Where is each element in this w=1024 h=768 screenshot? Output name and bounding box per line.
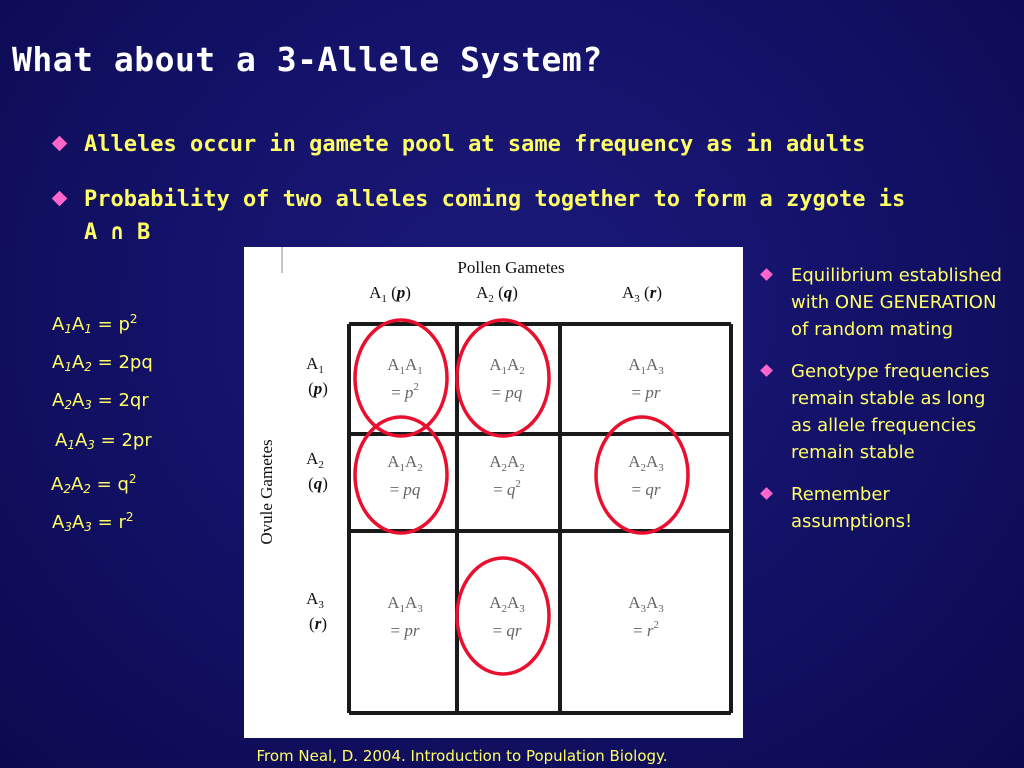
genotype-formula: A2A3 = 2qr (52, 390, 149, 412)
genotype-probability: = r2 (633, 619, 659, 640)
ovule-gamete-frequency: (p) (308, 379, 328, 398)
side-bullet-text: Equilibrium established with ONE GENERAT… (791, 265, 1002, 340)
side-bullet-list: Equilibrium established with ONE GENERAT… (760, 262, 1010, 550)
ovule-gametes-label: Ovule Gametes (257, 439, 276, 544)
genotype-label: A3A3 (628, 593, 664, 615)
ovule-gamete-frequency: (q) (308, 474, 328, 493)
allele-letter: A (52, 352, 65, 373)
ovule-gamete-frequency: (r) (309, 614, 327, 633)
allele-letter: A (71, 314, 85, 335)
genotype-probability: = qr (632, 480, 661, 499)
genotype-formula: A1A2 = 2pq (52, 352, 153, 374)
ovule-gamete-header: A2 (306, 449, 324, 471)
allele-letter: A (71, 390, 85, 411)
side-bullet-text: Genotype frequencies remain stable as lo… (791, 361, 990, 463)
exponent: 2 (129, 312, 138, 326)
allele-letter: A (74, 430, 88, 451)
bullet-text: Alleles occur in gamete pool at same fre… (84, 132, 866, 157)
genotype-frequency: r (118, 512, 126, 533)
allele-subscript: 1 (84, 322, 92, 336)
exponent: 2 (125, 510, 134, 524)
bullet-item: Alleles occur in gamete pool at same fre… (51, 128, 922, 161)
genotype-frequency: p (118, 314, 130, 335)
genotype-probability: = p2 (391, 381, 419, 402)
genotype-label: A2A3 (489, 593, 525, 615)
allele-subscript: 1 (67, 438, 75, 452)
allele-subscript: 3 (87, 438, 95, 452)
highlight-circle (353, 318, 449, 438)
exponent: 2 (128, 472, 137, 486)
allele-subscript: 2 (63, 482, 71, 496)
diamond-bullet-icon (760, 268, 773, 281)
allele-subscript: 3 (64, 520, 72, 534)
genotype-frequency: 2pr (121, 430, 152, 451)
genotype-label: A1A2 (489, 355, 525, 377)
ovule-gamete-header: A3 (306, 589, 324, 611)
allele-letter: A (55, 430, 68, 451)
genotype-label: A1A3 (628, 355, 664, 377)
genotype-probability: = pq (492, 383, 523, 402)
highlight-circle (353, 415, 449, 535)
genotype-probability: = pr (632, 383, 661, 402)
genotype-frequency: 2qr (118, 390, 149, 411)
genotype-formula: A1A3 = 2pr (55, 430, 152, 452)
genotype-formula: A1A1 = p2 (52, 312, 138, 336)
citation: From Neal, D. 2004. Introduction to Popu… (256, 747, 668, 765)
genotype-probability: = q2 (493, 478, 521, 499)
allele-subscript: 3 (84, 398, 92, 412)
genotype-probability: = pq (390, 480, 421, 499)
side-bullet-item: Remember assumptions! (760, 481, 1010, 535)
bullet-item: Probability of two alleles coming togeth… (51, 183, 922, 249)
genotype-label: A2A3 (628, 452, 664, 474)
diamond-bullet-icon (51, 190, 68, 207)
genotype-probability: = pr (391, 621, 420, 640)
genotype-probability: = qr (493, 621, 522, 640)
allele-letter: A (51, 474, 64, 495)
allele-subscript: 1 (64, 322, 72, 336)
main-bullet-list: Alleles occur in gamete pool at same fre… (51, 128, 922, 271)
diamond-bullet-icon (760, 364, 773, 377)
side-bullet-text: Remember assumptions! (791, 484, 913, 532)
allele-letter: A (70, 474, 84, 495)
diamond-bullet-icon (51, 135, 68, 152)
slide-title: What about a 3-Allele System? (12, 40, 603, 79)
allele-subscript: 2 (84, 360, 92, 374)
side-bullet-item: Genotype frequencies remain stable as lo… (760, 358, 1010, 466)
allele-subscript: 2 (64, 398, 72, 412)
highlight-circle (594, 415, 690, 535)
allele-subscript: 2 (83, 482, 91, 496)
genotype-frequency: 2pq (118, 352, 153, 373)
pollen-gametes-label: Pollen Gametes (457, 258, 564, 277)
genotype-label: A1A2 (387, 452, 423, 474)
pollen-gamete-header: A1 (p) (369, 283, 411, 305)
genotype-label: A2A2 (489, 452, 525, 474)
side-bullet-item: Equilibrium established with ONE GENERAT… (760, 262, 1010, 343)
allele-letter: A (52, 314, 65, 335)
allele-letter: A (71, 352, 85, 373)
ovule-gamete-header: A1 (306, 354, 324, 376)
genotype-formula: A3A3 = r2 (52, 510, 134, 534)
pollen-gamete-header: A2 (q) (476, 283, 518, 305)
highlight-circle (455, 556, 551, 676)
allele-subscript: 3 (84, 520, 92, 534)
pollen-gamete-header: A3 (r) (622, 283, 662, 305)
allele-letter: A (71, 512, 85, 533)
genotype-label: A1A3 (387, 593, 423, 615)
allele-subscript: 1 (64, 360, 72, 374)
genotype-label: A1A1 (387, 355, 423, 377)
allele-letter: A (52, 512, 65, 533)
diamond-bullet-icon (760, 487, 773, 500)
allele-letter: A (52, 390, 65, 411)
genotype-formula: A2A2 = q2 (51, 472, 137, 496)
bullet-text: Probability of two alleles coming togeth… (84, 187, 906, 245)
highlight-circle (455, 318, 551, 438)
genotype-frequency: q (117, 474, 129, 495)
